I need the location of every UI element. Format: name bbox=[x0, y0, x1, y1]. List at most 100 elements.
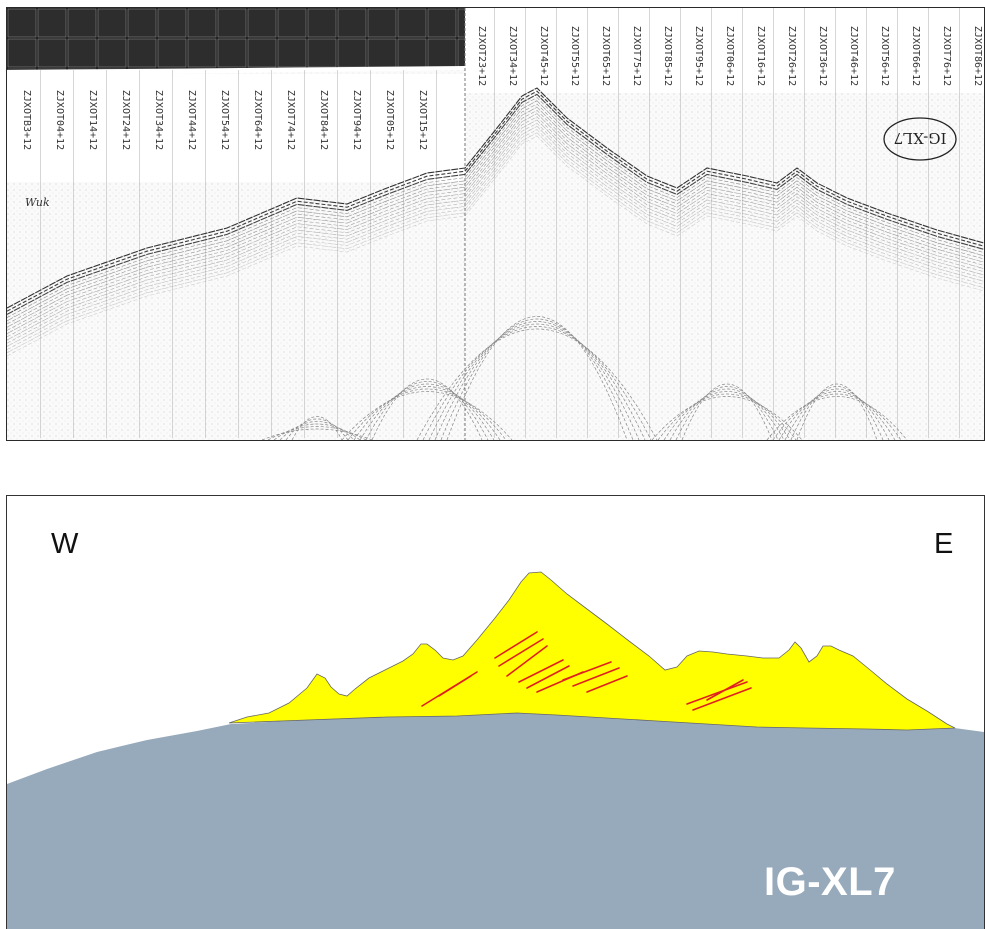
trace-label-left-11: ZJXOT05+12 bbox=[384, 90, 395, 150]
diffraction bbox=[341, 391, 513, 440]
reflector bbox=[7, 135, 984, 357]
seismic-reflections bbox=[7, 87, 984, 440]
trace-label-right-14: ZJXOT66+12 bbox=[910, 26, 921, 86]
trace-label-right-10: ZJXOT26+12 bbox=[786, 26, 797, 86]
trace-label-left-4: ZJXOT34+12 bbox=[153, 90, 164, 150]
seismic-section-panel: ZJXOTB3+12 ZJXOT04+12 ZJXOT14+12 ZJXOT24+12… bbox=[6, 7, 985, 441]
trace-label-right-2: ZJXOT45+12 bbox=[538, 26, 549, 86]
reflector bbox=[7, 93, 984, 315]
trace-label-right-8: ZJXOT06+12 bbox=[724, 26, 735, 86]
fault-lines bbox=[421, 631, 752, 711]
trace-label-right-15: ZJXOT76+12 bbox=[941, 26, 952, 86]
diffraction bbox=[347, 388, 507, 440]
trace-labels-left: ZJXOTB3+12 ZJXOT04+12 ZJXOT14+12 ZJXOT24+12… bbox=[21, 90, 428, 150]
diffraction bbox=[796, 383, 878, 440]
interpretation-drawing bbox=[7, 571, 984, 929]
handwritten-note: Wuk bbox=[25, 196, 50, 209]
handwritten-tag-text: IG-XL7 bbox=[894, 129, 947, 147]
diffraction bbox=[422, 326, 652, 440]
trace-label-left-12: ZJXOT15+12 bbox=[417, 90, 428, 150]
fault-line bbox=[562, 661, 612, 681]
trace-label-right-11: ZJXOT36+12 bbox=[817, 26, 828, 86]
fault-line bbox=[494, 631, 538, 659]
diffraction bbox=[365, 381, 489, 440]
fault-line bbox=[518, 659, 564, 683]
carbonate-buildup bbox=[228, 571, 956, 731]
seismic-section-image: ZJXOTB3+12 ZJXOT04+12 ZJXOT14+12 ZJXOT24+12… bbox=[7, 8, 984, 440]
reflector bbox=[7, 119, 984, 341]
fault-line bbox=[686, 681, 748, 705]
reflector bbox=[7, 132, 984, 354]
interpretation-panel bbox=[6, 495, 985, 929]
diffraction bbox=[285, 418, 349, 440]
diffraction bbox=[446, 316, 628, 440]
reflector bbox=[7, 87, 984, 309]
trace-label-left-6: ZJXOT54+12 bbox=[219, 90, 230, 150]
fault-line bbox=[706, 679, 744, 701]
diffraction bbox=[657, 393, 797, 440]
profile-name: IG-XL7 bbox=[764, 860, 896, 904]
trace-label-right-16: ZJXOT86+12 bbox=[972, 26, 983, 86]
diffraction bbox=[371, 378, 483, 440]
fault-line bbox=[586, 675, 628, 693]
diffraction bbox=[790, 386, 884, 440]
handwritten-tag: IG-XL7 bbox=[883, 117, 957, 161]
trace-label-right-9: ZJXOT16+12 bbox=[755, 26, 766, 86]
reflector bbox=[7, 113, 984, 334]
reflector bbox=[7, 126, 984, 347]
fault-line bbox=[526, 665, 570, 689]
trace-label-left-9: ZJXOT84+12 bbox=[318, 90, 329, 150]
trace-label-left-7: ZJXOT64+12 bbox=[252, 90, 263, 150]
reflector bbox=[7, 110, 984, 331]
trace-label-right-3: ZJXOT55+12 bbox=[569, 26, 580, 86]
trace-label-left-1: ZJXOT04+12 bbox=[54, 90, 65, 150]
trace-label-right-5: ZJXOT75+12 bbox=[631, 26, 642, 86]
fault-line bbox=[506, 645, 548, 677]
diffraction bbox=[772, 393, 902, 440]
diffraction bbox=[261, 428, 373, 440]
trace-label-right-4: ZJXOT65+12 bbox=[600, 26, 611, 86]
fault-line bbox=[572, 667, 620, 687]
fault-line bbox=[498, 638, 544, 667]
trace-label-left-0: ZJXOTB3+12 bbox=[21, 90, 32, 150]
diffraction bbox=[273, 423, 361, 440]
diffraction bbox=[279, 421, 355, 440]
reflector bbox=[7, 100, 984, 322]
diffraction bbox=[416, 328, 658, 440]
trace-label-right-1: ZJXOT34+12 bbox=[507, 26, 518, 86]
trace-label-right-13: ZJXOT56+12 bbox=[879, 26, 890, 86]
west-label: W bbox=[51, 528, 79, 560]
reflector bbox=[7, 103, 984, 325]
diffraction bbox=[669, 388, 785, 440]
diffraction bbox=[359, 383, 495, 440]
diffraction bbox=[267, 426, 367, 440]
diffraction bbox=[428, 323, 646, 440]
diffraction bbox=[663, 391, 791, 440]
diffraction bbox=[440, 318, 634, 440]
calibration-grid bbox=[7, 8, 465, 70]
trace-label-right-12: ZJXOT46+12 bbox=[848, 26, 859, 86]
trace-label-left-3: ZJXOT24+12 bbox=[120, 90, 131, 150]
reflector bbox=[7, 97, 984, 318]
diffraction bbox=[651, 396, 803, 440]
trace-label-right-6: ZJXOT85+12 bbox=[662, 26, 673, 86]
fault-line bbox=[438, 675, 472, 697]
trace-label-left-2: ZJXOT14+12 bbox=[87, 90, 98, 150]
reflector bbox=[7, 106, 984, 328]
fault-line bbox=[692, 687, 752, 711]
trace-labels-right: ZJXOT23+12 ZJXOT34+12 ZJXOT45+12 ZJXOT55+12… bbox=[476, 26, 983, 86]
diffraction bbox=[291, 416, 343, 440]
diffraction bbox=[675, 386, 779, 440]
trace-label-left-8: ZJXOT74+12 bbox=[285, 90, 296, 150]
diffraction bbox=[784, 388, 890, 440]
trace-label-right-0: ZJXOT23+12 bbox=[476, 26, 487, 86]
reflector bbox=[7, 116, 984, 338]
diffraction bbox=[681, 383, 773, 440]
reflector bbox=[7, 129, 984, 350]
reflector bbox=[7, 90, 984, 312]
trace-label-left-5: ZJXOT44+12 bbox=[186, 90, 197, 150]
diffraction bbox=[766, 396, 908, 440]
basement-unit bbox=[7, 713, 984, 929]
east-label: E bbox=[934, 528, 954, 560]
reflector bbox=[7, 122, 984, 344]
